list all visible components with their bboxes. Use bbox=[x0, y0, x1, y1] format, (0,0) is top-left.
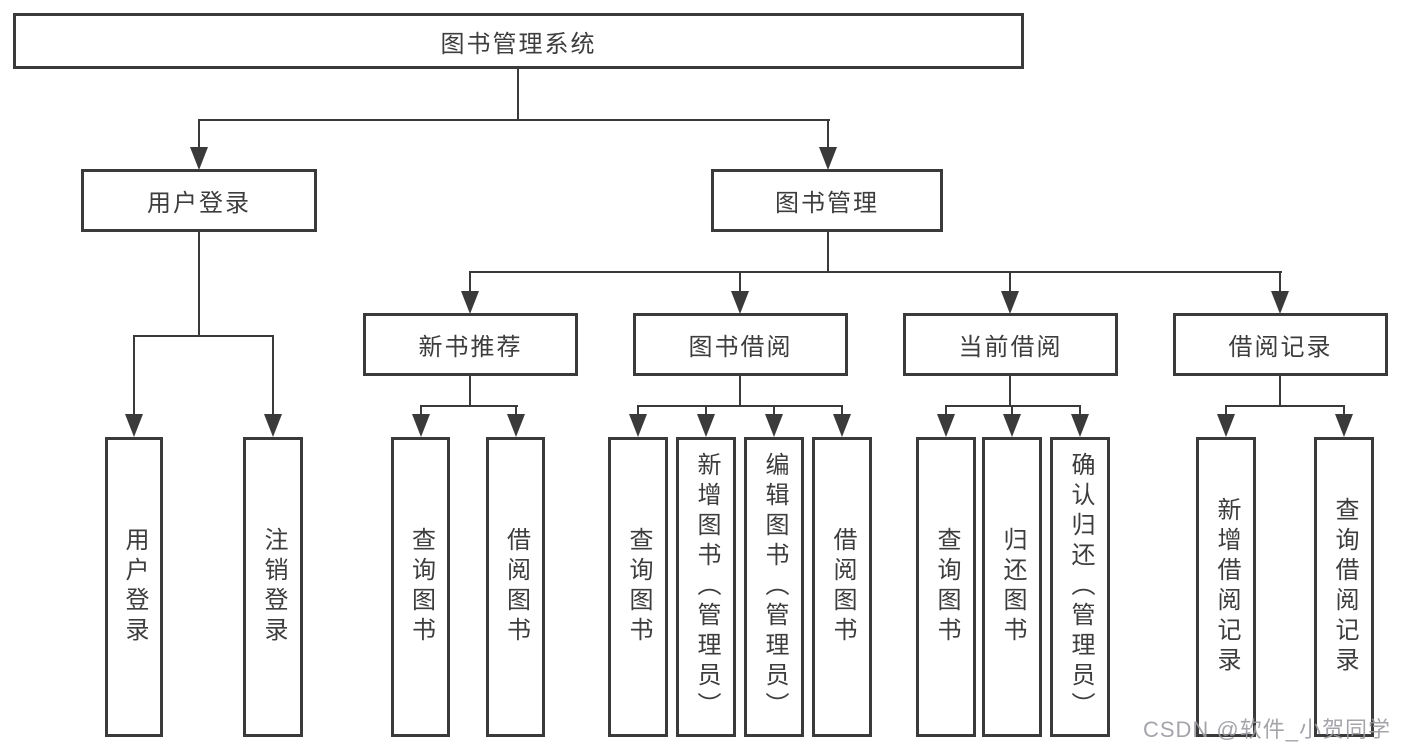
connector-group2-branch bbox=[637, 405, 843, 407]
arrow-to-logout bbox=[264, 414, 282, 437]
node-add-borrow-record: 新增借阅记录 bbox=[1196, 437, 1256, 737]
node-label: 图书借阅 bbox=[688, 334, 793, 361]
connector-group3-branch bbox=[945, 405, 1081, 407]
node-current-borrowing: 当前借阅 bbox=[903, 313, 1118, 376]
arrow-to-g3c3 bbox=[1071, 414, 1089, 437]
arrow-to-g2c4 bbox=[833, 414, 851, 437]
connector-stub-g2c2 bbox=[705, 405, 707, 416]
node-label: 借阅记录 bbox=[1228, 334, 1333, 361]
node-borrow-books-borrowing: 借阅图书 bbox=[812, 437, 872, 737]
node-label: 查询图书 bbox=[407, 527, 435, 647]
node-label: 注销登录 bbox=[260, 527, 287, 647]
connector-root-down bbox=[517, 69, 519, 121]
node-label: 借阅图书 bbox=[502, 527, 530, 647]
node-user-login-action: 用户登录 bbox=[105, 437, 163, 737]
connector-user-login-branch bbox=[133, 335, 274, 337]
arrow-to-g4c2 bbox=[1335, 414, 1353, 437]
node-label: 新增借阅记录 bbox=[1213, 497, 1240, 677]
connector-stub-login-action bbox=[133, 335, 135, 416]
connector-stub-g2c4 bbox=[841, 405, 843, 416]
arrow-to-borrowing-records bbox=[1271, 291, 1289, 314]
connector-stub-g2c3 bbox=[773, 405, 775, 416]
arrow-to-g1c1 bbox=[412, 414, 430, 437]
connector-stub-current-borrowing bbox=[1009, 271, 1011, 293]
connector-group3-down bbox=[1009, 375, 1011, 407]
node-query-books-borrowing: 查询图书 bbox=[608, 437, 668, 737]
node-borrowing-records: 借阅记录 bbox=[1173, 313, 1388, 376]
node-label: 查询借阅记录 bbox=[1331, 497, 1358, 677]
node-label: 编辑图书（管理员） bbox=[761, 452, 788, 722]
connector-stub-book-management bbox=[827, 119, 829, 149]
arrow-to-current-borrowing bbox=[1001, 291, 1019, 314]
node-logout: 注销登录 bbox=[243, 437, 303, 737]
arrow-to-g4c1 bbox=[1217, 414, 1235, 437]
node-label: 当前借阅 bbox=[958, 334, 1063, 361]
connector-stub-g1c2 bbox=[515, 405, 517, 416]
connector-root-branch bbox=[198, 119, 830, 121]
arrow-to-login-action bbox=[125, 414, 143, 437]
node-query-books-current: 查询图书 bbox=[916, 437, 976, 737]
connector-stub-user-login bbox=[198, 119, 200, 149]
node-label: 借阅图书 bbox=[829, 527, 856, 647]
node-add-books-admin: 新增图书（管理员） bbox=[676, 437, 736, 737]
node-query-books-recommend: 查询图书 bbox=[391, 437, 450, 737]
node-edit-books-admin: 编辑图书（管理员） bbox=[744, 437, 804, 737]
connector-stub-g3c3 bbox=[1079, 405, 1081, 416]
arrow-to-new-book bbox=[461, 291, 479, 314]
arrow-to-book-borrowing bbox=[731, 291, 749, 314]
node-label: 查询图书 bbox=[625, 527, 652, 647]
connector-stub-g2c1 bbox=[637, 405, 639, 416]
node-label: 新增图书（管理员） bbox=[693, 452, 720, 722]
node-return-books: 归还图书 bbox=[982, 437, 1042, 737]
arrow-to-g2c1 bbox=[629, 414, 647, 437]
connector-group4-branch bbox=[1225, 405, 1345, 407]
arrow-to-g3c1 bbox=[937, 414, 955, 437]
connector-stub-new-book bbox=[469, 271, 471, 293]
node-borrow-books-recommend: 借阅图书 bbox=[486, 437, 545, 737]
arrow-to-g2c3 bbox=[765, 414, 783, 437]
node-label: 查询图书 bbox=[933, 527, 960, 647]
node-label: 用户登录 bbox=[121, 527, 148, 647]
connector-book-management-down bbox=[827, 231, 829, 273]
connector-level3-branch bbox=[469, 271, 1282, 273]
arrow-to-user-login bbox=[190, 147, 208, 170]
node-label: 图书管理系统 bbox=[440, 30, 597, 58]
arrow-to-g3c2 bbox=[1003, 414, 1021, 437]
connector-stub-g3c2 bbox=[1011, 405, 1013, 416]
node-query-borrow-record: 查询借阅记录 bbox=[1314, 437, 1374, 737]
arrow-to-g1c2 bbox=[507, 414, 525, 437]
node-confirm-return-admin: 确认归还（管理员） bbox=[1050, 437, 1110, 737]
node-label: 用户登录 bbox=[147, 190, 251, 217]
node-user-login: 用户登录 bbox=[81, 169, 317, 232]
connector-group1-down bbox=[469, 375, 471, 407]
arrow-to-book-management bbox=[819, 147, 837, 170]
node-label: 归还图书 bbox=[999, 527, 1026, 647]
node-new-book-recommendation: 新书推荐 bbox=[363, 313, 578, 376]
connector-stub-book-borrowing bbox=[739, 271, 741, 293]
connector-stub-borrowing-records bbox=[1279, 271, 1281, 293]
arrow-to-g2c2 bbox=[697, 414, 715, 437]
connector-group4-down bbox=[1279, 375, 1281, 407]
node-label: 图书管理 bbox=[775, 190, 879, 217]
connector-group1-branch bbox=[420, 405, 518, 407]
connector-stub-g3c1 bbox=[945, 405, 947, 416]
connector-stub-g1c1 bbox=[420, 405, 422, 416]
node-label: 新书推荐 bbox=[418, 334, 523, 361]
node-book-management: 图书管理 bbox=[711, 169, 943, 232]
node-label: 确认归还（管理员） bbox=[1067, 452, 1094, 722]
connector-stub-logout bbox=[272, 335, 274, 416]
connector-stub-g4c1 bbox=[1225, 405, 1227, 416]
node-library-management-system: 图书管理系统 bbox=[13, 13, 1024, 69]
csdn-watermark: CSDN @软件_小贺同学 bbox=[1142, 717, 1391, 742]
connector-group2-down bbox=[739, 375, 741, 407]
connector-stub-g4c2 bbox=[1343, 405, 1345, 416]
connector-user-login-down bbox=[198, 231, 200, 336]
node-book-borrowing: 图书借阅 bbox=[633, 313, 848, 376]
